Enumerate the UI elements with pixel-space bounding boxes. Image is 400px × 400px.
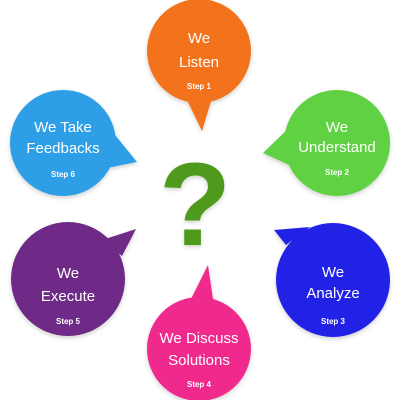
step-title-line: Understand (298, 139, 376, 156)
step-title-line: Analyze (306, 285, 359, 302)
speech-bubble-tail (190, 265, 214, 306)
step-title-line: We (188, 30, 210, 47)
step-label: Step 1 (187, 82, 212, 91)
step-title-line: We Take (34, 119, 92, 136)
step-title-line: Execute (41, 288, 95, 305)
question-mark-icon: ? (159, 139, 231, 271)
step-label: Step 2 (325, 168, 350, 177)
speech-bubble-circle (11, 222, 125, 336)
center-question-mark: ? (159, 139, 231, 271)
step-title-line: Feedbacks (26, 140, 99, 157)
step-label: Step 5 (56, 317, 81, 326)
speech-bubble-circle (147, 0, 251, 103)
speech-bubble-circle (147, 297, 251, 400)
speech-bubble-circle (10, 90, 116, 196)
step-title-line: Solutions (168, 352, 230, 369)
step-title-line: We Discuss (160, 330, 239, 347)
step-title-line: Listen (179, 54, 219, 71)
speech-bubble-tail (274, 227, 310, 245)
speech-bubble-tail (186, 98, 212, 131)
speech-bubble-tail (102, 229, 136, 256)
speech-bubble-circle (276, 223, 390, 337)
step-title-line: We (322, 264, 344, 281)
step-label: Step 6 (51, 170, 76, 179)
speech-bubble-circle (284, 90, 390, 196)
step-label: Step 4 (187, 380, 212, 389)
step-title-line: We (57, 265, 79, 282)
step-label: Step 3 (321, 317, 346, 326)
step-title-line: We (326, 119, 348, 136)
